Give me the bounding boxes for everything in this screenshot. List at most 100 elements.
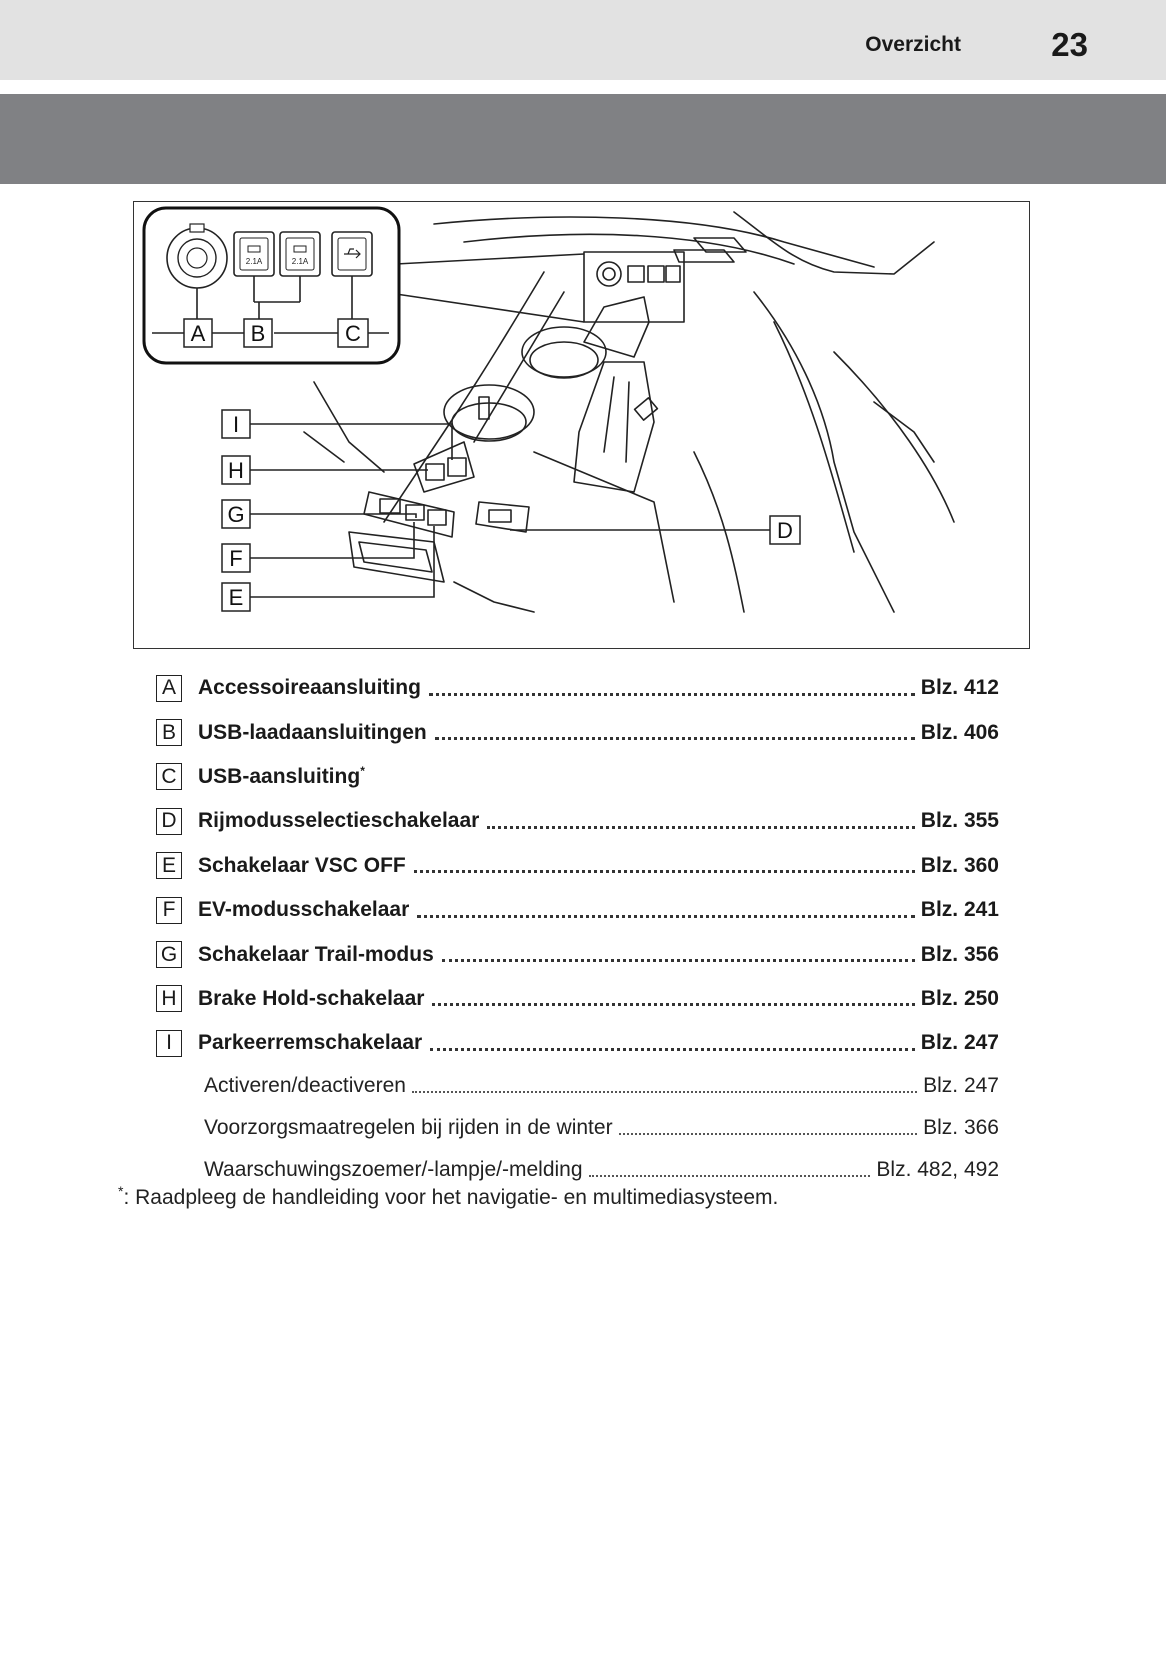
legend-label: EV-modusschakelaar xyxy=(198,898,410,922)
callout-i: I xyxy=(233,412,239,437)
page-reference[interactable]: Blz. 360 xyxy=(920,853,999,877)
footnote-marker: * xyxy=(360,764,365,779)
cup-holder-2 xyxy=(443,384,535,440)
leader-g xyxy=(250,513,417,518)
legend-label: Brake Hold-schakelaar xyxy=(198,986,425,1010)
usb-rating-1: 2.1A xyxy=(246,257,263,266)
callout-g: G xyxy=(227,502,244,527)
dash-button xyxy=(693,237,747,253)
legend-letter: H xyxy=(156,985,182,1013)
legend-label: Rijmodusselectieschakelaar xyxy=(198,809,480,833)
storage-tray-inner xyxy=(358,541,433,573)
console-drawing: 2.1A 2.1A xyxy=(142,206,955,613)
trail-mode-switch xyxy=(427,509,447,526)
legend-row-h: H Brake Hold-schakelaar Blz. 250 xyxy=(156,977,999,1021)
dot-leader xyxy=(432,1003,915,1007)
drive-mode-panel xyxy=(475,501,530,533)
callout-h: H xyxy=(228,458,244,483)
page-reference[interactable]: Blz. 250 xyxy=(920,986,999,1010)
legend-label: Schakelaar VSC OFF xyxy=(198,853,406,877)
legend-letter: C xyxy=(156,763,182,791)
header-band xyxy=(0,0,1166,80)
page-reference[interactable]: Blz. 355 xyxy=(920,809,999,833)
page-number: 23 xyxy=(1051,26,1088,63)
footnote: *: Raadpleeg de handleiding voor het nav… xyxy=(118,1183,779,1210)
dot-leader xyxy=(417,914,915,918)
legend-letter: E xyxy=(156,852,182,880)
callout-c: C xyxy=(345,321,361,346)
legend-letter: A xyxy=(156,674,182,702)
inset-socket-inner xyxy=(602,267,616,281)
section-title: Overzicht xyxy=(865,33,961,56)
footnote-text: : Raadpleeg de handleiding voor het navi… xyxy=(123,1186,779,1209)
leader-f xyxy=(250,522,415,559)
seat-edge-2 xyxy=(873,401,935,463)
callout-a: A xyxy=(191,321,206,346)
sub-row: Voorzorgsmaatregelen bij rijden in de wi… xyxy=(156,1107,999,1149)
gray-band xyxy=(0,94,1166,184)
page-reference[interactable]: Blz. 412 xyxy=(920,676,999,700)
parking-brake-switch xyxy=(447,457,467,477)
console-side xyxy=(313,381,385,473)
dot-leader xyxy=(588,1175,871,1177)
dot-leader xyxy=(430,1047,915,1051)
legend-label-text: USB-aansluiting xyxy=(198,765,361,789)
callout-f: F xyxy=(229,546,242,571)
inset-socket xyxy=(596,261,622,287)
console-side-2 xyxy=(303,431,345,463)
shift-boot xyxy=(573,361,655,493)
legend-label: Parkeerremschakelaar xyxy=(198,1031,423,1055)
zoom-line-top xyxy=(395,253,585,265)
legend-row-f: F EV-modusschakelaar Blz. 241 xyxy=(156,888,999,932)
legend-row-e: E Schakelaar VSC OFF Blz. 360 xyxy=(156,844,999,888)
console-lower xyxy=(453,581,535,613)
page-reference[interactable]: Blz. 247 xyxy=(923,1074,999,1098)
drive-mode-switch xyxy=(488,509,512,523)
vsc-off-switch xyxy=(379,498,401,514)
dot-leader xyxy=(413,870,915,874)
console-left-edge-2 xyxy=(473,291,565,443)
storage-tray xyxy=(348,531,445,583)
page-reference[interactable]: Blz. 241 xyxy=(920,898,999,922)
page-reference[interactable]: Blz. 482, 492 xyxy=(876,1158,999,1181)
console-base-2 xyxy=(693,451,745,613)
shift-boot-fold xyxy=(603,376,615,453)
cup-holder-1 xyxy=(521,326,607,378)
seat-edge xyxy=(833,351,955,523)
legend-letter: B xyxy=(156,719,182,747)
inset-usb-2 xyxy=(647,265,665,283)
inset-usb-3 xyxy=(665,265,681,283)
sub-row: Waarschuwingszoemer/-lampje/-melding Blz… xyxy=(156,1149,999,1191)
shift-button xyxy=(633,397,659,421)
accessory-socket-icon xyxy=(166,227,228,289)
dash-line-2 xyxy=(463,233,795,265)
callout-b: B xyxy=(251,321,266,346)
leader-e xyxy=(250,526,435,598)
console-left-edge xyxy=(383,271,545,523)
legend-label: USB-laadaansluitingen xyxy=(198,720,427,744)
callout-d: D xyxy=(777,518,793,543)
legend-list: A Accessoireaansluiting Blz. 412 B USB-l… xyxy=(156,666,999,1191)
inset-usb-1 xyxy=(627,265,645,283)
ev-mode-switch xyxy=(405,504,425,521)
legend-row-g: G Schakelaar Trail-modus Blz. 356 xyxy=(156,932,999,976)
footnote-mark: * xyxy=(118,1183,124,1199)
sub-label: Waarschuwingszoemer/-lampje/-melding xyxy=(204,1158,583,1181)
sub-label: Voorzorgsmaatregelen bij rijden in de wi… xyxy=(204,1116,613,1140)
legend-letter: G xyxy=(156,941,182,969)
page-reference[interactable]: Blz. 247 xyxy=(920,1031,999,1055)
legend-letter: D xyxy=(156,807,182,835)
console-base xyxy=(533,451,675,603)
page-reference[interactable]: Blz. 406 xyxy=(920,720,999,744)
cup-holder-1-inner xyxy=(529,341,599,379)
legend-label: USB-aansluiting* xyxy=(198,764,369,789)
callout-e: E xyxy=(229,585,244,610)
legend-row-a: A Accessoireaansluiting Blz. 412 xyxy=(156,666,999,710)
page-reference[interactable]: Blz. 366 xyxy=(923,1116,999,1140)
page-reference[interactable]: Blz. 356 xyxy=(920,942,999,966)
shift-knob xyxy=(583,296,650,358)
cup-tab xyxy=(478,396,490,420)
switch-panel-hi xyxy=(413,441,475,493)
usb-rating-2: 2.1A xyxy=(292,257,309,266)
sub-label: Activeren/deactiveren xyxy=(204,1074,406,1098)
